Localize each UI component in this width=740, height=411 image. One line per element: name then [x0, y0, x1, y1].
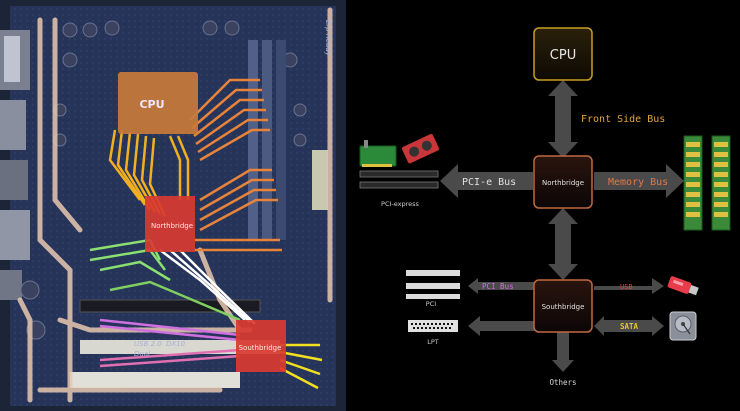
pci-bus-arrow: [468, 278, 540, 294]
diagram-southbridge-label: Southbridge: [542, 303, 585, 311]
diagram-northbridge-box: [533, 155, 593, 209]
lpt-bus-arrow: [468, 316, 540, 336]
usb-bus-arrow: [594, 278, 664, 294]
diagram-cpu-label: CPU: [550, 48, 576, 63]
diagram-southbridge-box: [533, 279, 593, 333]
front-side-bus-label: Front Side Bus: [581, 114, 665, 125]
memory-bus-label: Memory Bus: [608, 177, 668, 188]
memory-bus-arrow: [594, 164, 684, 198]
ram-slots: [248, 40, 328, 240]
usb-stick-icon: [667, 276, 699, 296]
board-southbridge-chip: [236, 320, 286, 372]
others-arrow: [552, 330, 574, 372]
io-ports: [0, 30, 30, 300]
pci-bus-label: PCI Bus: [482, 282, 514, 291]
ram-modules: [683, 135, 731, 231]
board-cpu-label: CPU: [139, 98, 164, 111]
silkscreen-dx10: DX10: [166, 340, 186, 348]
pci-express-cards: [359, 133, 440, 189]
silkscreen-usb: USB 2.0: [134, 340, 162, 348]
board-northbridge-chip: [145, 196, 195, 252]
diagram-northbridge-label: Northbridge: [542, 179, 584, 187]
pcie-bus-arrow: [440, 164, 533, 198]
pci-label: PCI: [426, 300, 436, 308]
usb-label: USB: [620, 283, 633, 291]
silkscreen-dual: Dual: [134, 350, 150, 358]
front-side-bus-arrow: [548, 80, 578, 158]
board-northbridge-label: Northbridge: [151, 222, 193, 230]
pci-slots: [406, 270, 460, 299]
chipset-diagram: CPU Northbridge Southbridge Front Side B…: [359, 27, 731, 387]
memory-traces: [189, 78, 282, 252]
board-southbridge-label: Southbridge: [239, 344, 282, 352]
lpt-connector: [408, 320, 458, 332]
pcie-bus-label: PCI-e Bus: [462, 177, 516, 188]
hard-drive-icon: [669, 311, 697, 341]
board-cpu-socket: [118, 72, 198, 134]
capacitors: [20, 20, 307, 340]
nb-sb-bus-arrow: [548, 208, 578, 280]
sata-label: SATA: [620, 322, 639, 331]
diagram-cpu-box: [533, 27, 593, 81]
others-label: Others: [549, 378, 576, 387]
sata-bus-arrow: [594, 316, 664, 336]
silkscreen-erp: Erp Ready: [324, 20, 332, 57]
lpt-label: LPT: [427, 338, 439, 346]
motherboard-image: CPU Northbridge Southbridge USB 2.0 DX10…: [0, 0, 346, 411]
pci-express-label: PCI-express: [381, 200, 419, 208]
